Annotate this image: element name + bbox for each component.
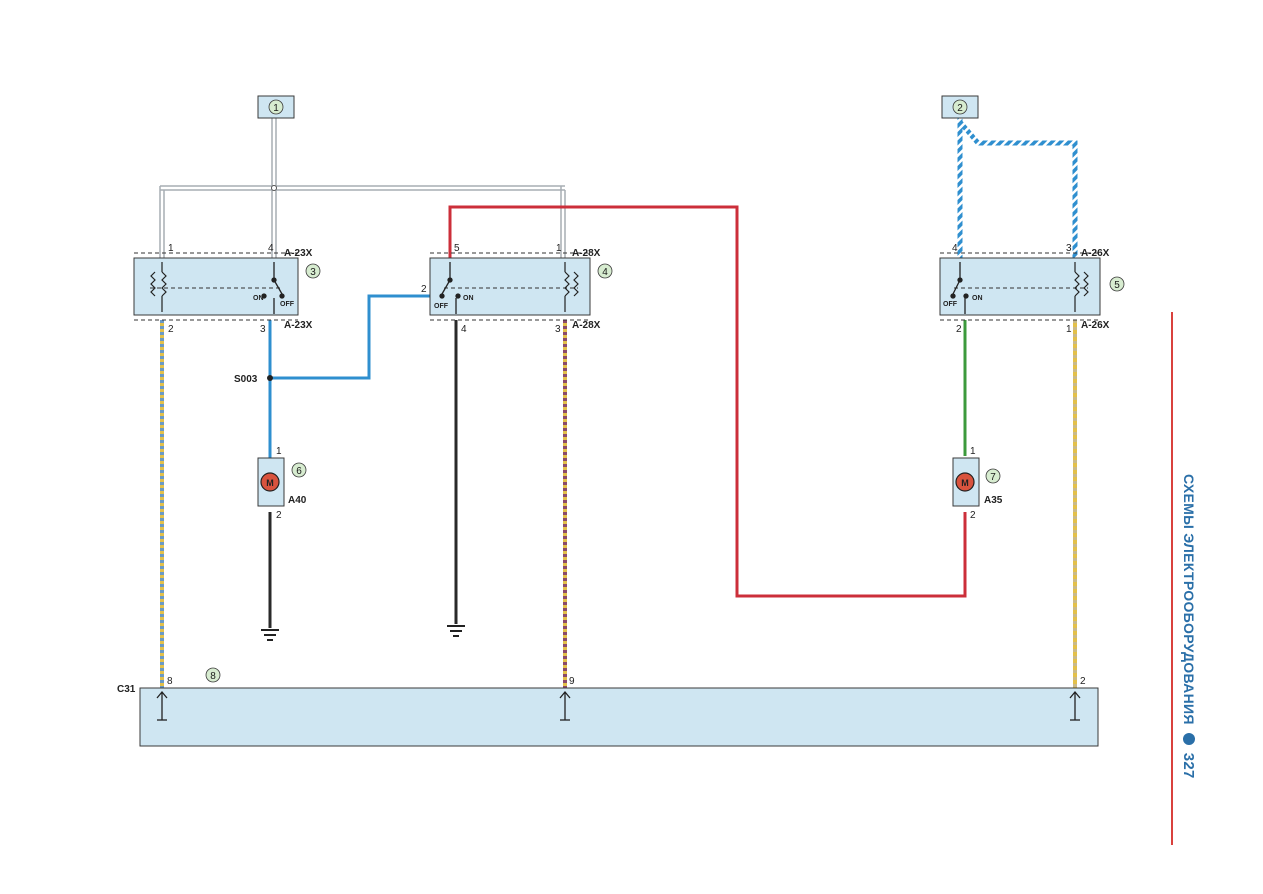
motor-symbol: M [961,478,969,488]
callout-5-label: 5 [1114,280,1120,291]
off-label: OFF [943,301,958,308]
pin-label: 2 [956,324,962,335]
hatched-blue-wires [957,118,1078,258]
connector-label-top: A-26X [1081,248,1110,259]
callout-2-label: 2 [957,103,963,114]
pin-label: 1 [1066,324,1072,335]
pin-label: 9 [569,676,575,687]
pin-label: 3 [555,324,561,335]
red-wire [448,205,967,598]
pin-label: 1 [556,243,562,254]
motor-label: A35 [984,495,1003,506]
pin-label: 3 [260,324,266,335]
side-heading-text: СХЕМЫ ЭЛЕКТРООБОРУДОВАНИЯ [1181,474,1197,725]
relay-coil [564,262,579,312]
pin-label: 3 [1066,243,1072,254]
switch-contact [950,262,969,314]
switch-contact [439,262,461,314]
relay-coil [1074,262,1089,312]
motor-a40: M 1 2 A40 6 [257,446,307,521]
pin-label: 1 [276,446,282,457]
pin-label: 2 [421,284,427,295]
splice-label: S003 [234,374,258,385]
on-label: ON [253,295,264,302]
pin-label: 2 [970,510,976,521]
callout-8-label: 8 [210,671,216,682]
switch-module-a26x: OFF ON 4 3 2 1 A-26X A-26X 5 [939,243,1125,335]
connector-c31: C31 8 8 9 2 [117,667,1099,747]
pin-label: 1 [168,243,174,254]
callout-6-label: 6 [296,466,302,477]
switch-contact [261,262,285,314]
connector-label-top: A-28X [572,248,601,259]
callout-7-label: 7 [990,472,996,483]
blue-wire-branch [270,294,431,380]
callout-box-1: 1 [257,95,295,119]
pin-label: 1 [970,446,976,457]
ground-symbol [261,629,279,641]
pin-label: 2 [168,324,174,335]
motor-label: A40 [288,495,307,506]
callout-box-2: 2 [941,95,979,119]
relay-coil [150,262,167,312]
connector-c31-label: C31 [117,684,136,695]
on-label: ON [463,295,474,302]
junction-dot [271,185,277,191]
motor-symbol: M [266,478,274,488]
pin-label: 4 [461,324,467,335]
connector-label-bottom: A-23X [284,320,313,331]
side-rule [1171,312,1173,845]
callout-3-label: 3 [310,267,316,278]
pin-label: 2 [276,510,282,521]
pin-label: 2 [1080,676,1086,687]
pin-label: 4 [952,243,958,254]
motor-a35: M 1 2 A35 7 [952,446,1003,521]
callout-4-label: 4 [602,267,608,278]
side-heading: СХЕМЫ ЭЛЕКТРООБОРУДОВАНИЯ 327 [1172,474,1202,854]
terminal-symbol [156,690,1081,721]
splice-dot [267,375,273,381]
off-label: OFF [280,301,295,308]
pin-label: 5 [454,243,460,254]
on-label: ON [972,295,983,302]
connector-label-bottom: A-28X [572,320,601,331]
bullet-dot-icon [1183,732,1195,745]
page-number: 327 [1180,752,1198,779]
pin-label: 8 [167,676,173,687]
callout-1-label: 1 [273,103,279,114]
connector-label-top: A-23X [284,248,313,259]
switch-module-a28x: OFF ON 5 1 2 4 3 A-28X A-28X 4 [421,243,613,335]
ground-symbol [447,625,465,637]
pin-label: 4 [268,243,274,254]
connector-label-bottom: A-26X [1081,320,1110,331]
off-label: OFF [434,303,449,310]
switch-module-a23x: ON OFF 1 4 2 3 A-23X A-23X 3 [133,243,321,335]
gray-feed-wires [159,118,566,258]
